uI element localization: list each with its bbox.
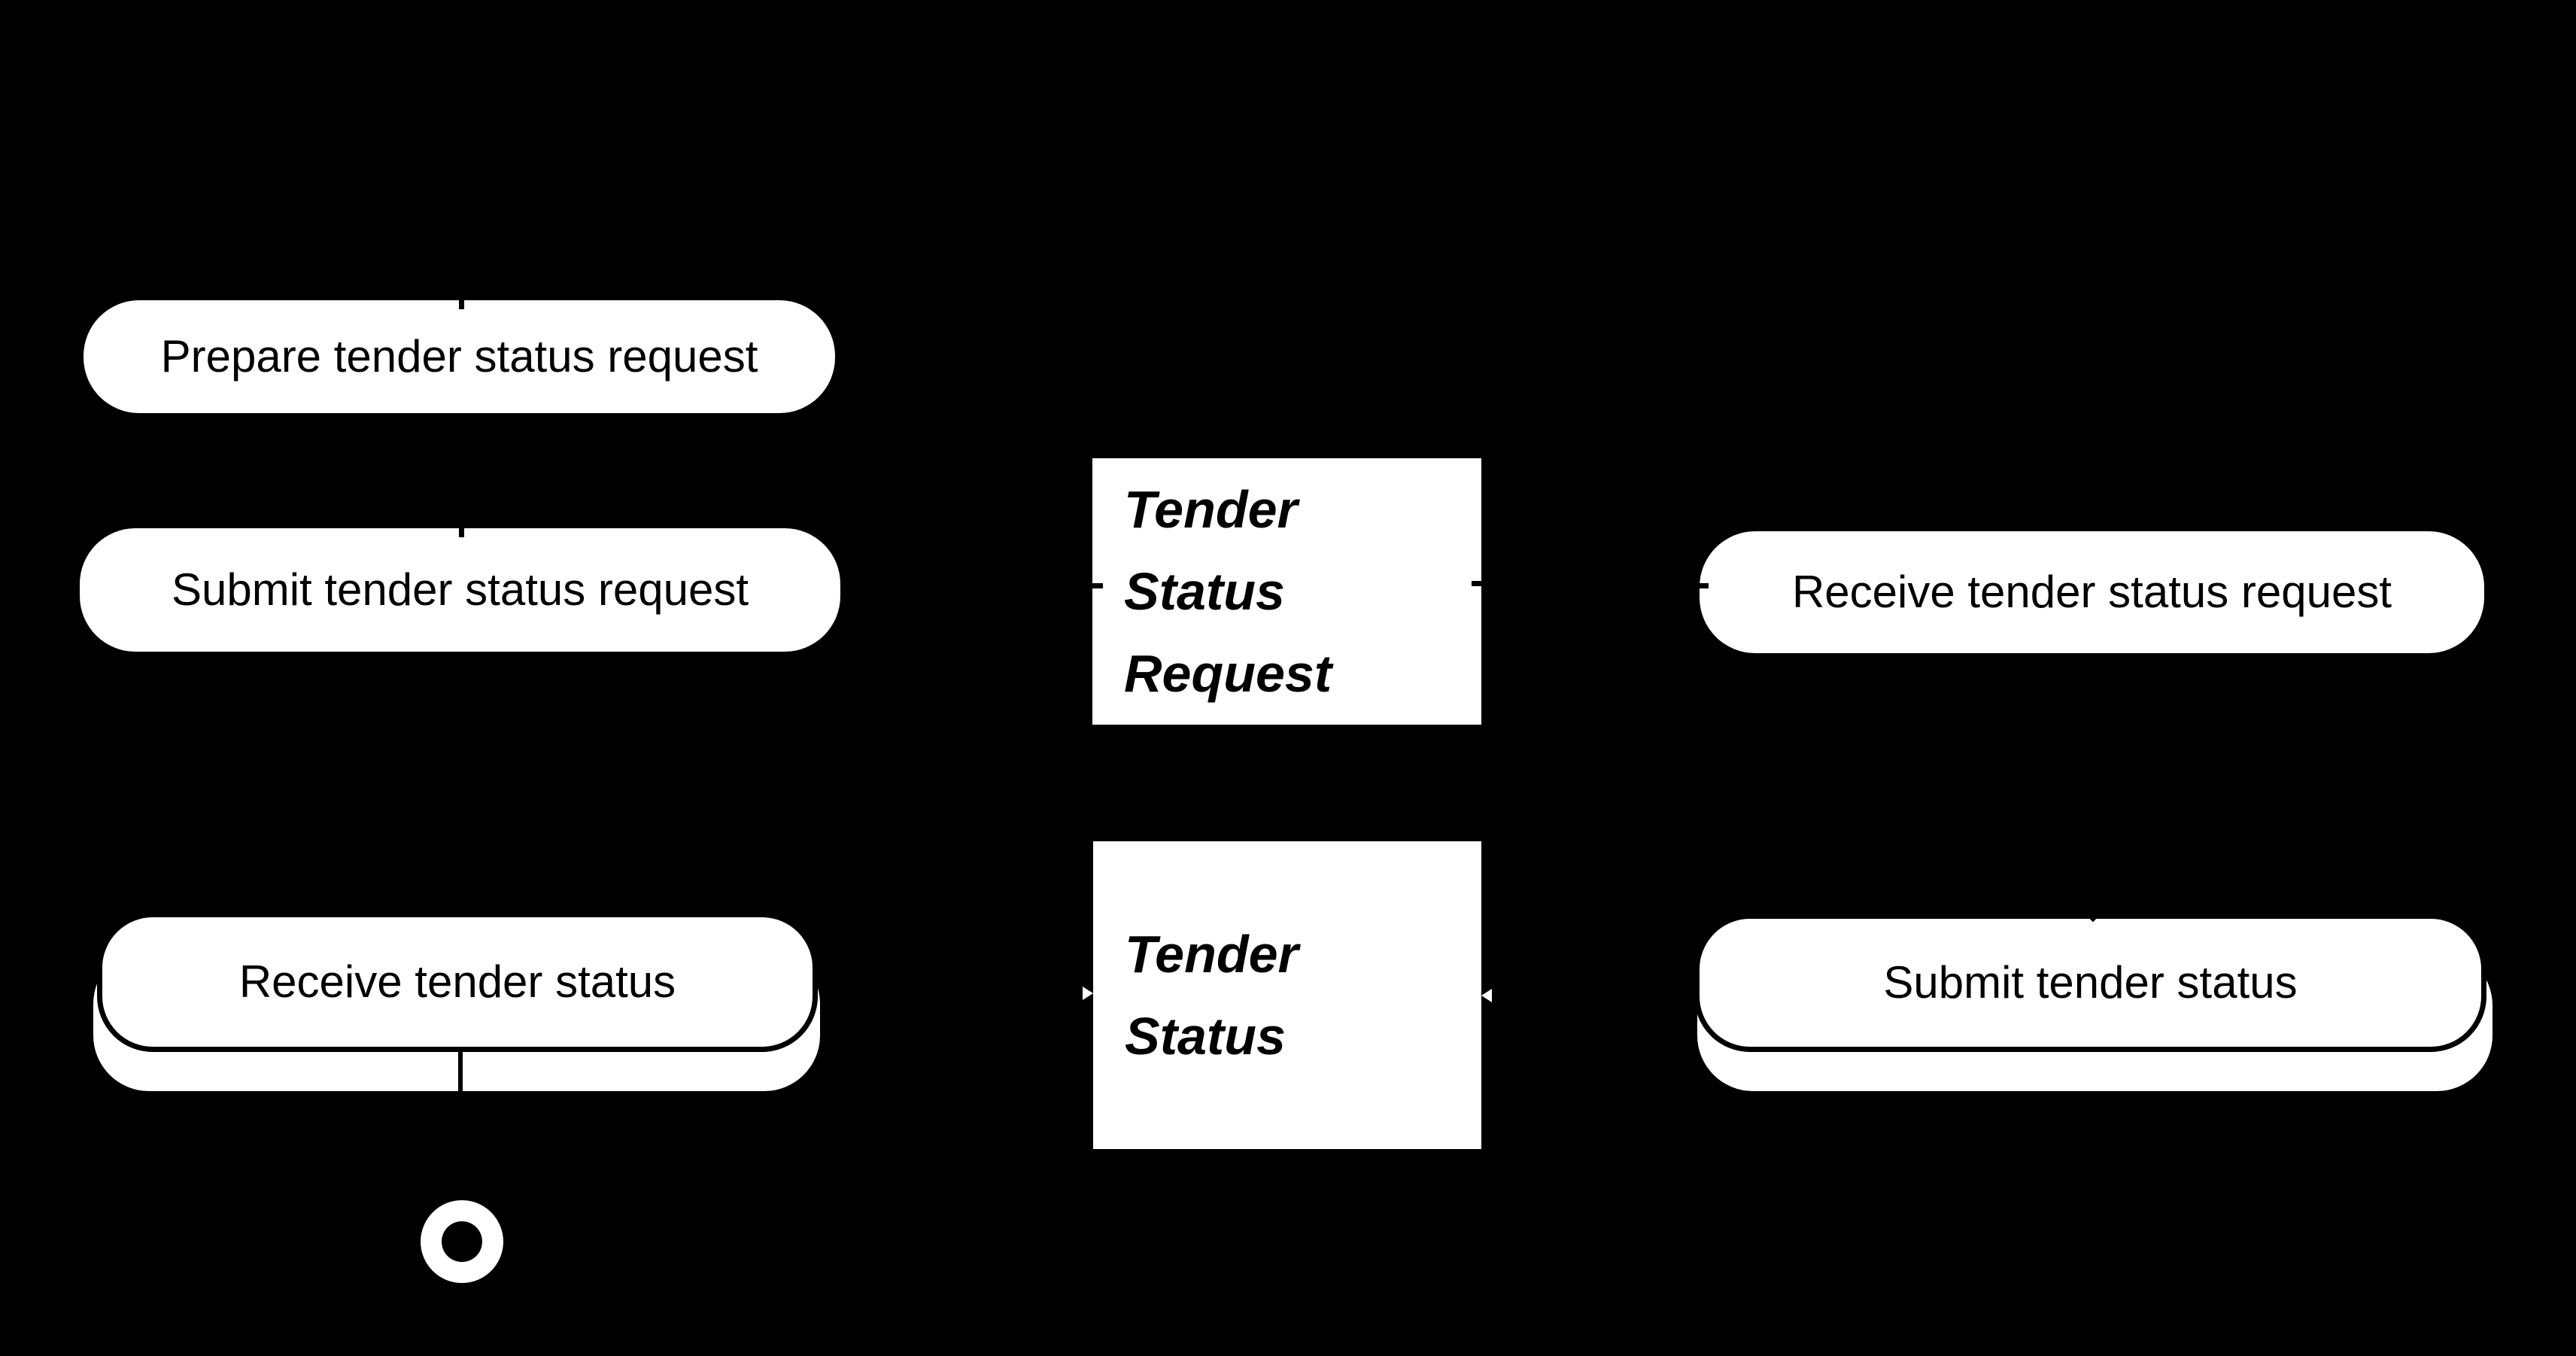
- flow-line-to-end-event: [458, 1049, 463, 1091]
- data-object-label-line: Tender: [1124, 479, 1298, 539]
- task-receive-tender-status-request: Receive tender status request: [1700, 531, 2484, 653]
- task-receive-tender-status: Receive tender status: [97, 912, 818, 1052]
- task-submit-tender-status: Submit tender status: [1694, 914, 2486, 1052]
- task-label: Receive tender status request: [1791, 567, 2392, 617]
- data-object-label-line: Status: [1124, 561, 1285, 621]
- arrow-tick-into-prepare-top: [459, 298, 464, 309]
- message-arrowhead-left-of-tender-status: [1083, 987, 1093, 1000]
- data-object-tender-status-request: Tender Status Request: [1092, 458, 1481, 725]
- data-object-label-line: Tender: [1125, 924, 1299, 984]
- task-label: Receive tender status: [238, 956, 676, 1007]
- task-label: Submit tender status: [1883, 957, 2298, 1008]
- end-event-inner-circle: [442, 1221, 482, 1262]
- data-object-label-line: Request: [1124, 643, 1332, 703]
- data-object-label-line: Status: [1125, 1006, 1286, 1066]
- task-label: Prepare tender status request: [160, 331, 758, 382]
- task-submit-tender-status-request: Submit tender status request: [80, 528, 840, 652]
- arrow-tick-into-submit-request-top: [459, 526, 464, 537]
- task-prepare-tender-status-request: Prepare tender status request: [84, 300, 835, 413]
- arrow-tick-into-receive-request-left: [1700, 583, 1709, 588]
- task-label: Submit tender status request: [171, 564, 749, 615]
- data-object-tender-status: Tender Status: [1093, 841, 1481, 1149]
- arrow-tick-out-of-tender-status-request-right: [1472, 581, 1481, 586]
- arrow-tick-into-tender-status-request-left: [1092, 583, 1103, 588]
- end-event: [421, 1200, 503, 1283]
- message-arrowhead-right-of-tender-status: [1481, 989, 1492, 1002]
